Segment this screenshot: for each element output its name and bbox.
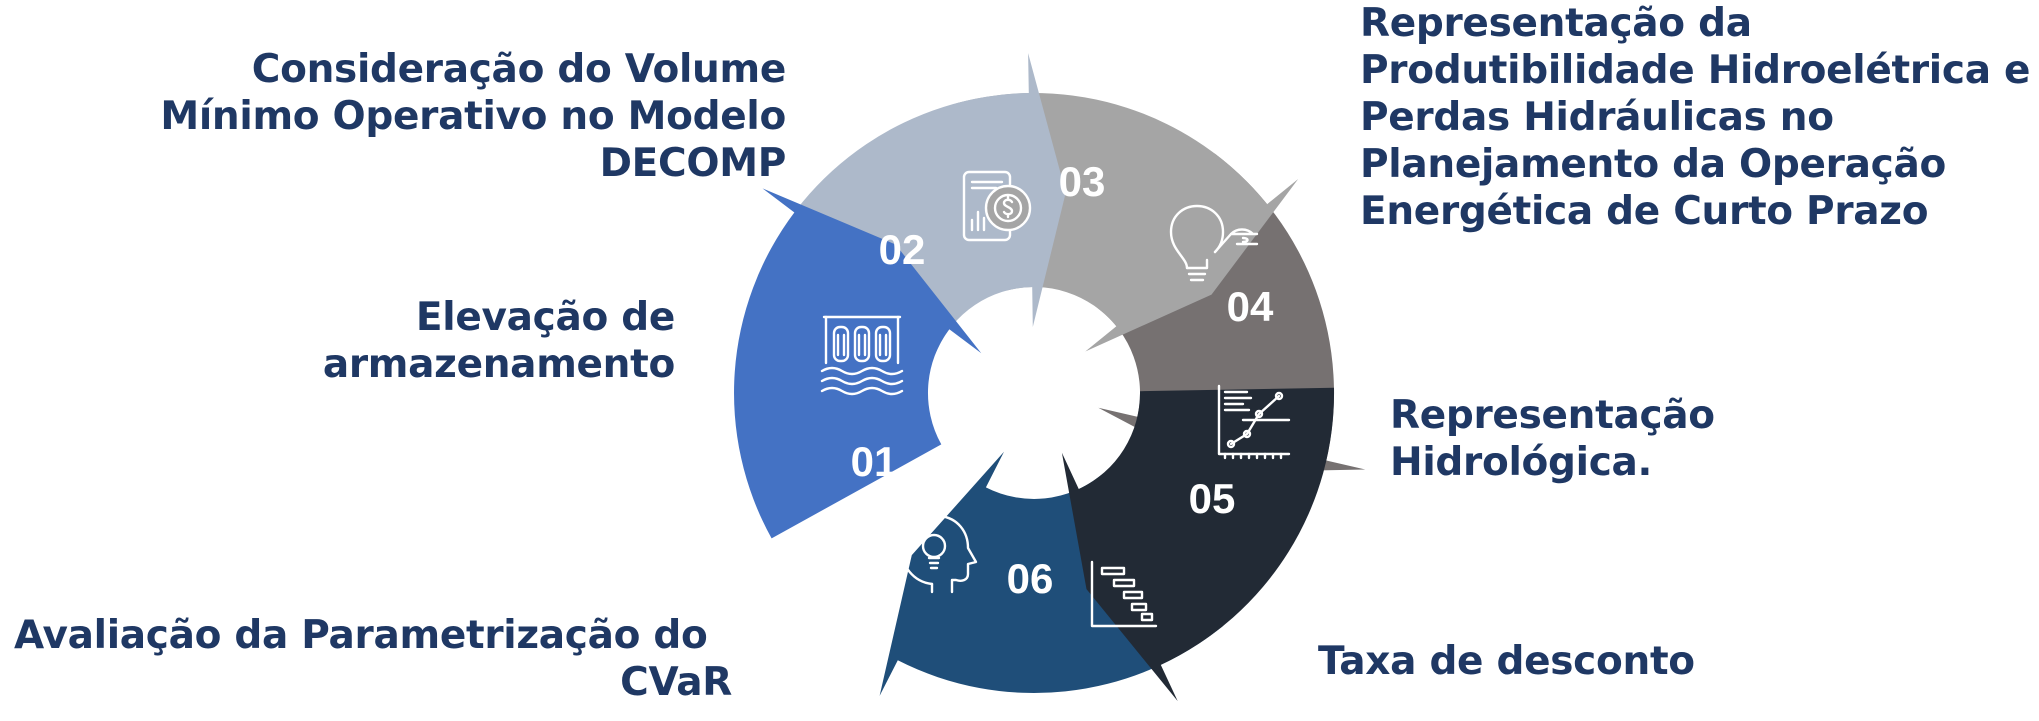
segment-05-arrow	[1061, 387, 1335, 702]
segment-04-label-line4: Planejamento da Operação	[1360, 142, 1946, 187]
segment-02-label-line1: Elevação de	[415, 295, 675, 340]
segment-03-label-line3: DECOMP	[599, 141, 787, 186]
line-chart-icon	[1217, 384, 1291, 460]
segment-01-label-line1: Avaliação da Parametrização do	[14, 613, 708, 658]
segment-02-label: Elevação de armazenamento	[250, 294, 675, 388]
dam-icon	[820, 315, 904, 396]
segment-04-label-line3: Perdas Hidráulicas no	[1360, 95, 1834, 140]
segment-06-number: 06	[1007, 555, 1054, 602]
segment-01-number: 01	[851, 438, 898, 485]
segment-03-label-line1: Consideração do Volume	[251, 47, 787, 92]
segment-01-label: Avaliação da Parametrização do CVaR	[14, 612, 732, 706]
segment-05-number: 05	[1189, 475, 1236, 522]
segment-04-number: 04	[1227, 283, 1274, 330]
segment-03-label: Consideração do Volume Mínimo Operativo …	[140, 46, 786, 187]
segment-03-number: 03	[1059, 158, 1106, 205]
segment-04-label-line5: Energética de Curto Prazo	[1360, 189, 1929, 234]
segment-04-label: Representação da Produtibilidade Hidroel…	[1360, 0, 2030, 235]
gantt-chart-icon	[1090, 560, 1158, 628]
segment-02-number: 02	[879, 226, 926, 273]
segment-04-label-line1: Representação da	[1360, 1, 1752, 46]
segment-06-label: Taxa de desconto	[1318, 638, 1695, 685]
segment-05-label-line1: Representação	[1390, 393, 1715, 438]
segment-02-label-line2: armazenamento	[322, 342, 675, 387]
segment-04-label-line2: Produtibilidade Hidroelétrica e	[1360, 48, 2031, 93]
segment-05-label: Representação Hidrológica.	[1390, 392, 1715, 486]
segment-01-label-line2: CVaR	[620, 660, 732, 705]
segment-01-arrow	[734, 188, 982, 539]
lightbulb-idea-icon	[1169, 204, 1259, 282]
financial-report-icon	[962, 170, 1032, 242]
head-lightbulb-icon	[900, 514, 978, 594]
segment-06-label-line1: Taxa de desconto	[1318, 639, 1695, 684]
segment-05-label-line2: Hidrológica.	[1390, 440, 1653, 485]
segment-03-label-line2: Mínimo Operativo no Modelo	[160, 94, 786, 139]
